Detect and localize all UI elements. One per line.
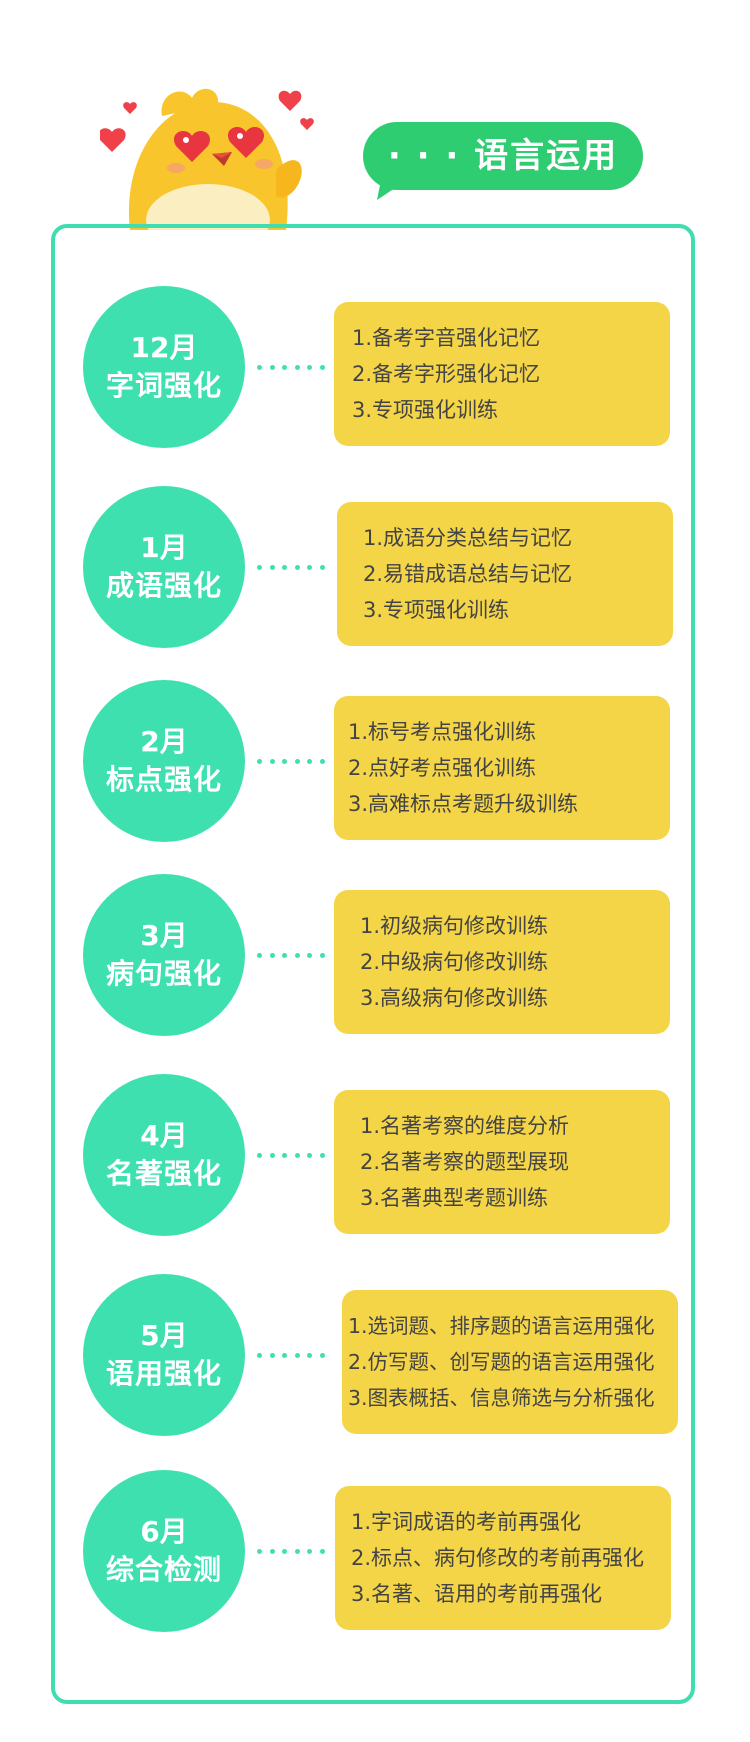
dotted-connector [257,363,325,371]
stage-circle: 1月 成语强化 [83,486,245,648]
stage-card: 1.选词题、排序题的语言运用强化 2.仿写题、创写题的语言运用强化 3.图表概括… [342,1290,678,1434]
stage-circle: 12月 字词强化 [83,286,245,448]
stage-item: 1.成语分类总结与记忆 [363,526,573,550]
stage-item: 3.名著典型考题训练 [360,1186,549,1210]
stage-item: 2.中级病句修改训练 [360,950,549,974]
stage-item: 1.选词题、排序题的语言运用强化 [348,1314,655,1338]
stage-topic: 语用强化 [105,1357,222,1390]
heart-icon [100,128,126,152]
stage-item: 2.名著考察的题型展现 [360,1150,570,1174]
stage-card: 1.标号考点强化训练 2.点好考点强化训练 3.高难标点考题升级训练 [334,696,670,840]
stage-item: 3.高级病句修改训练 [360,986,549,1010]
stage-circle: 3月 病句强化 [83,874,245,1036]
stage-item: 3.图表概括、信息筛选与分析强化 [348,1386,655,1410]
stage-row-6: 5月 语用强化 1.选词题、排序题的语言运用强化 2.仿写题、创写题的语言运用强… [0,1274,750,1436]
stage-circle: 4月 名著强化 [83,1074,245,1236]
stage-row-1: 12月 字词强化 1.备考字音强化记忆 2.备考字形强化记忆 3.专项强化训练 [0,286,750,448]
stage-item: 2.标点、病句修改的考前再强化 [351,1546,645,1570]
stage-item: 3.专项强化训练 [352,398,499,422]
stage-topic: 成语强化 [105,569,222,602]
stage-topic: 综合检测 [105,1553,222,1586]
stage-month: 3月 [140,919,188,952]
stage-month: 5月 [140,1319,188,1352]
stage-row-3: 2月 标点强化 1.标号考点强化训练 2.点好考点强化训练 3.高难标点考题升级… [0,680,750,842]
stage-card: 1.初级病句修改训练 2.中级病句修改训练 3.高级病句修改训练 [334,890,670,1034]
dotted-connector [257,1351,325,1359]
heart-icon [123,102,137,114]
stage-item: 3.专项强化训练 [363,598,510,622]
heart-icon [278,90,302,111]
stage-circle: 5月 语用强化 [83,1274,245,1436]
stage-item: 1.名著考察的维度分析 [360,1114,570,1138]
stage-item: 2.易错成语总结与记忆 [363,562,573,586]
stage-circle: 2月 标点强化 [83,680,245,842]
stage-card: 1.成语分类总结与记忆 2.易错成语总结与记忆 3.专项强化训练 [337,502,673,646]
stage-item: 2.备考字形强化记忆 [352,362,541,386]
dotted-connector [257,1151,325,1159]
speech-bubble-icon [363,122,643,200]
stage-card: 1.备考字音强化记忆 2.备考字形强化记忆 3.专项强化训练 [334,302,670,446]
section-title-bubble: · · · 语言运用 [363,122,643,200]
stage-topic: 名著强化 [105,1157,222,1190]
stage-circle: 6月 综合检测 [83,1470,245,1632]
chick-mascot-icon [100,88,314,230]
stage-card: 1.字词成语的考前再强化 2.标点、病句修改的考前再强化 3.名著、语用的考前再… [335,1486,671,1630]
stage-row-4: 3月 病句强化 1.初级病句修改训练 2.中级病句修改训练 3.高级病句修改训练 [0,874,750,1036]
stage-topic: 字词强化 [105,369,222,402]
stage-item: 1.备考字音强化记忆 [352,326,541,350]
stage-item: 2.点好考点强化训练 [348,756,537,780]
timeline-frame [51,224,695,1704]
stage-row-2: 1月 成语强化 1.成语分类总结与记忆 2.易错成语总结与记忆 3.专项强化训练 [0,486,750,648]
stage-row-5: 4月 名著强化 1.名著考察的维度分析 2.名著考察的题型展现 3.名著典型考题… [0,1074,750,1236]
stage-item: 1.字词成语的考前再强化 [351,1510,582,1534]
stage-month: 1月 [140,531,188,564]
stage-item: 1.初级病句修改训练 [360,914,549,938]
dotted-connector [257,563,325,571]
stage-month: 4月 [140,1119,188,1152]
stage-topic: 病句强化 [105,957,222,990]
dotted-connector [257,951,325,959]
stage-item: 3.名著、语用的考前再强化 [351,1582,603,1606]
dotted-connector [257,757,325,765]
stage-item: 3.高难标点考题升级训练 [348,792,579,816]
stage-card: 1.名著考察的维度分析 2.名著考察的题型展现 3.名著典型考题训练 [334,1090,670,1234]
stage-topic: 标点强化 [105,763,222,796]
stage-item: 1.标号考点强化训练 [348,720,537,744]
heart-icon [300,118,314,130]
stage-row-7: 6月 综合检测 1.字词成语的考前再强化 2.标点、病句修改的考前再强化 3.名… [0,1470,750,1632]
dotted-connector [257,1547,325,1555]
stage-item: 2.仿写题、创写题的语言运用强化 [348,1350,655,1374]
section-title: · · · 语言运用 [387,136,619,176]
stage-month: 2月 [140,725,188,758]
stage-month: 6月 [140,1515,188,1548]
stage-month: 12月 [130,331,198,364]
